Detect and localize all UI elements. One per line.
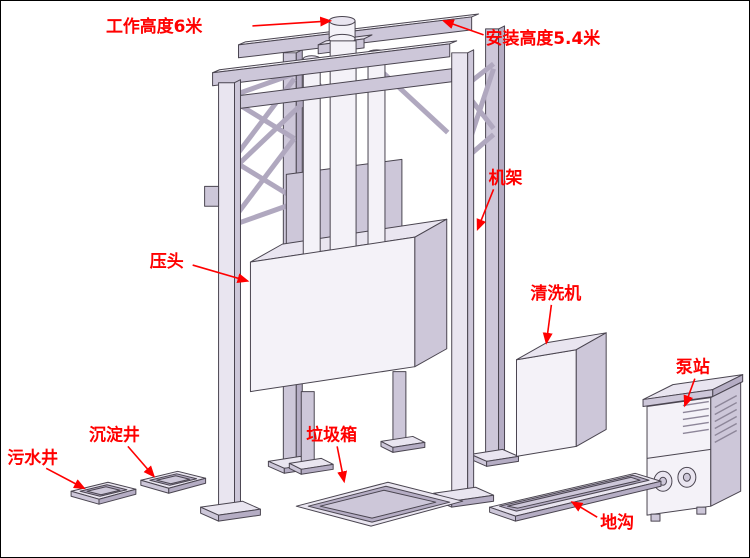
sewage-well-side [98, 488, 137, 505]
label-sediment-well: 沉淀井 [89, 424, 140, 444]
frame-column-front-left-side [234, 79, 241, 512]
frame-column-back-right-side [498, 25, 506, 458]
arrow-pump-station [683, 378, 696, 408]
garbage-bin-pit [295, 481, 464, 527]
callout-arrows [45, 16, 696, 518]
frame-bracket-left [204, 185, 220, 207]
pump-vent-slat [714, 429, 738, 444]
pump-panel-seam [646, 448, 711, 459]
washer-right-face [575, 332, 607, 447]
label-install-height: 安装高度5.4米 [486, 28, 601, 48]
pump-vent-slat [714, 394, 738, 409]
label-trench: 地沟 [600, 512, 634, 532]
pump-vent-slat [682, 407, 709, 414]
press-leg-left-base-side [300, 463, 334, 475]
frame-base-back-right-side [486, 455, 519, 467]
arrow-sewage-well [45, 467, 86, 490]
pump-front-face [646, 397, 712, 516]
label-working-height: 工作高度6米 [106, 16, 202, 36]
arrow-install-height [441, 19, 484, 36]
frame-column-front-right-side [467, 49, 475, 498]
pump-foot-right [696, 506, 707, 515]
pump-vent-slat [714, 408, 738, 423]
sediment-well-floor [156, 475, 191, 485]
washer-front-face [515, 349, 577, 457]
sediment-well [140, 470, 207, 494]
sewage-well-floor [86, 486, 121, 496]
frame-front-columns [200, 49, 495, 522]
pump-port-right-center [682, 472, 691, 482]
arrow-washer [542, 304, 553, 345]
arrow-trench [570, 501, 598, 518]
pump-vent-slat [714, 415, 738, 430]
label-pump-station: 泵站 [676, 357, 710, 377]
left-chord-bottom [231, 200, 296, 228]
press-ram [249, 40, 448, 263]
trench-channel [489, 472, 662, 522]
press-head-box [249, 218, 448, 393]
pump-vent-slat [714, 401, 738, 416]
label-garbage-bin: 垃圾箱 [306, 424, 357, 444]
arrow-working-height [252, 16, 333, 27]
cylinder-center [329, 40, 357, 253]
press-legs [288, 371, 426, 475]
label-frame: 机架 [489, 167, 523, 187]
callout-labels: 工作高度6米 安装高度5.4米 机架 压头 清洗机 泵站 沉淀井 污水井 垃圾箱… [7, 16, 710, 532]
press-head-front-face [249, 236, 416, 393]
pump-vent-slat [682, 414, 709, 421]
arrow-sediment-well [127, 445, 156, 478]
left-x-brace-2b [230, 137, 297, 222]
pump-station-unit [642, 374, 744, 522]
pump-vent-slat [682, 421, 709, 428]
frame-front-rail [212, 40, 458, 87]
trench-floor [507, 476, 641, 509]
arrow-garbage-bin [336, 446, 348, 484]
press-leg-right [392, 371, 407, 446]
pump-lid-side [712, 374, 744, 398]
top-cap-top [328, 15, 356, 26]
washer-unit [515, 332, 607, 457]
sediment-well-side [168, 477, 207, 494]
frame-column-front-right [451, 52, 469, 498]
label-sewage-well: 污水井 [7, 447, 58, 467]
frame-column-front-left [218, 82, 236, 512]
label-press-head: 压头 [150, 251, 184, 271]
press-head-right-face [414, 218, 448, 368]
arrow-frame [476, 189, 495, 232]
pump-right-face [710, 382, 742, 507]
frame-base-front-right-side [451, 494, 495, 508]
trench-side-edge [514, 480, 662, 522]
pump-vent-slat [682, 428, 709, 435]
label-washer: 清洗机 [530, 283, 581, 303]
sewage-well [70, 481, 137, 505]
pump-foot-left [650, 513, 661, 522]
pit-floor [319, 489, 437, 519]
frame-base-front-left-side [218, 508, 261, 522]
arrow-press-head [192, 264, 250, 283]
front-rail-front [212, 43, 451, 87]
press-leg-right-base-side [392, 441, 426, 453]
pump-vent-slat [714, 422, 738, 437]
